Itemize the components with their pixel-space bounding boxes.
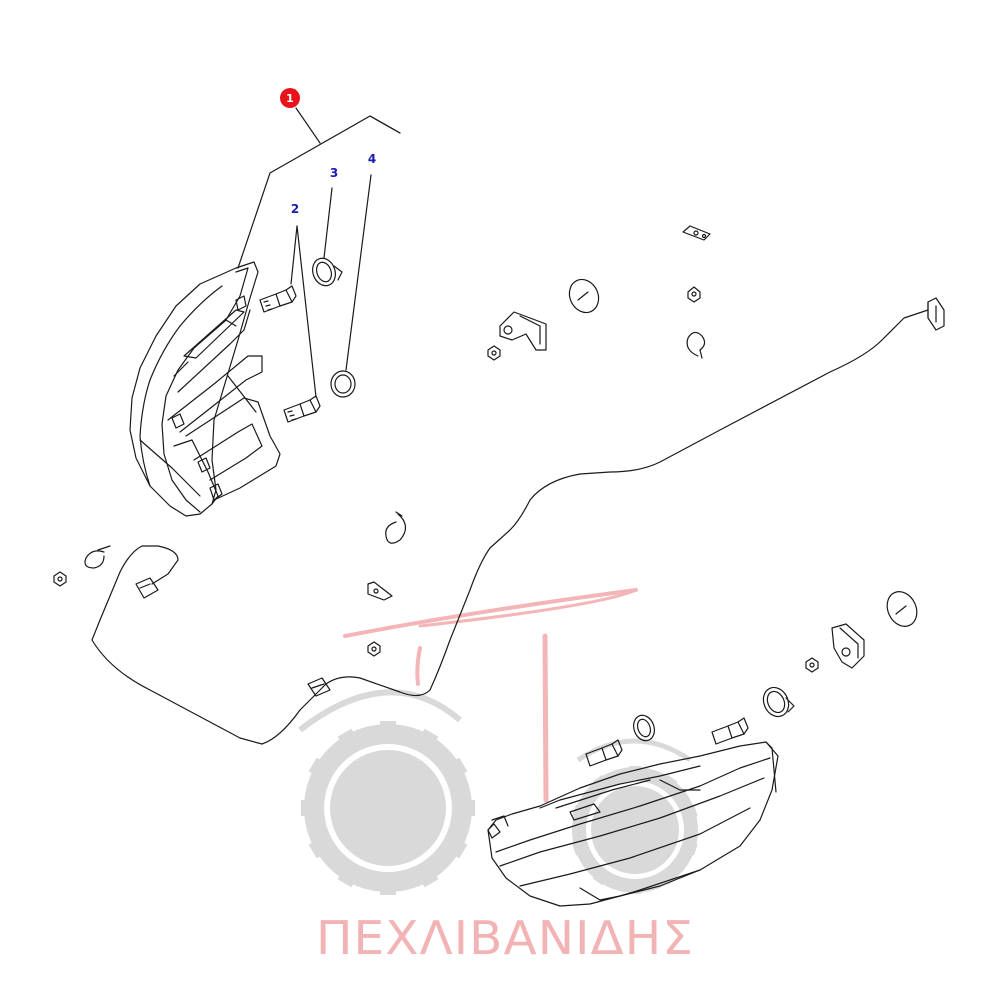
gear-tooth	[684, 840, 698, 856]
gear-tooth	[447, 837, 468, 859]
left-headlamp-housing	[129, 261, 281, 517]
seal-ring-left	[330, 370, 356, 398]
gear-tooth	[308, 837, 329, 859]
callout-3-label: 3	[330, 166, 338, 180]
bulb-lower-left	[283, 395, 321, 423]
watermark-logo: ΠΕΧΛΙΒΑΝΙΔΗΣ	[298, 588, 698, 965]
nut-center	[367, 641, 381, 657]
nut-top-right	[687, 286, 701, 303]
watermark-text: ΠΕΧΛΙΒΑΝΙΔΗΣ	[316, 911, 694, 965]
bulb-cap-right	[762, 686, 795, 718]
right-headlamp-housing	[487, 741, 779, 907]
tractor-outline-accent	[343, 588, 638, 803]
callout-1-badge	[280, 88, 300, 108]
gear-tooth	[447, 757, 468, 779]
hose-clip-left	[84, 545, 111, 569]
gear-tooth	[380, 721, 396, 735]
seal-ring-right	[633, 714, 655, 742]
gear-tooth	[592, 774, 609, 790]
tractor-fender	[298, 689, 462, 733]
gear-tooth	[661, 774, 678, 790]
callout-1-label: 1	[286, 92, 294, 105]
connector-left	[135, 577, 159, 599]
callout-4-label: 4	[368, 152, 376, 166]
gear-tooth	[629, 766, 641, 776]
nut-top-left	[487, 345, 501, 361]
gear-tooth	[592, 870, 609, 886]
gear-tooth	[572, 840, 586, 856]
gear-tooth	[461, 800, 475, 816]
callout-1: 1	[280, 88, 300, 108]
bracket-plate-top	[682, 225, 711, 241]
mount-bracket-right	[831, 623, 865, 669]
nut-right	[805, 657, 819, 673]
bulb-upper-right	[711, 717, 749, 745]
bulb-cap-left	[312, 257, 343, 287]
gear-tooth	[417, 867, 439, 888]
wiring-harness	[91, 309, 929, 745]
gear-icon-small	[572, 766, 698, 894]
leader-lines-sub	[290, 174, 372, 398]
gear-icon-large	[301, 721, 475, 895]
mount-bracket-top	[499, 311, 547, 351]
gear-tooth	[380, 881, 396, 895]
bulb-upper-left	[259, 285, 297, 313]
hose-clip-center	[385, 511, 407, 544]
connector-right	[927, 297, 945, 331]
callout-2-label: 2	[291, 202, 299, 216]
bulb-lower-right	[585, 739, 623, 767]
line-art	[53, 107, 945, 907]
gear-tooth	[337, 728, 359, 749]
nut-left	[53, 571, 67, 587]
gear-tooth	[629, 884, 641, 894]
leader-lines-main	[237, 107, 401, 269]
cover-cap-top	[568, 278, 600, 314]
gear-tooth	[308, 757, 329, 779]
gear-tooth	[301, 800, 315, 816]
connector-center	[307, 677, 331, 697]
bracket-plate-center	[367, 581, 393, 601]
gear-tooth	[337, 867, 359, 888]
cover-cap-right	[886, 591, 918, 627]
hose-clip-top	[686, 331, 706, 359]
gear-tooth	[417, 728, 439, 749]
